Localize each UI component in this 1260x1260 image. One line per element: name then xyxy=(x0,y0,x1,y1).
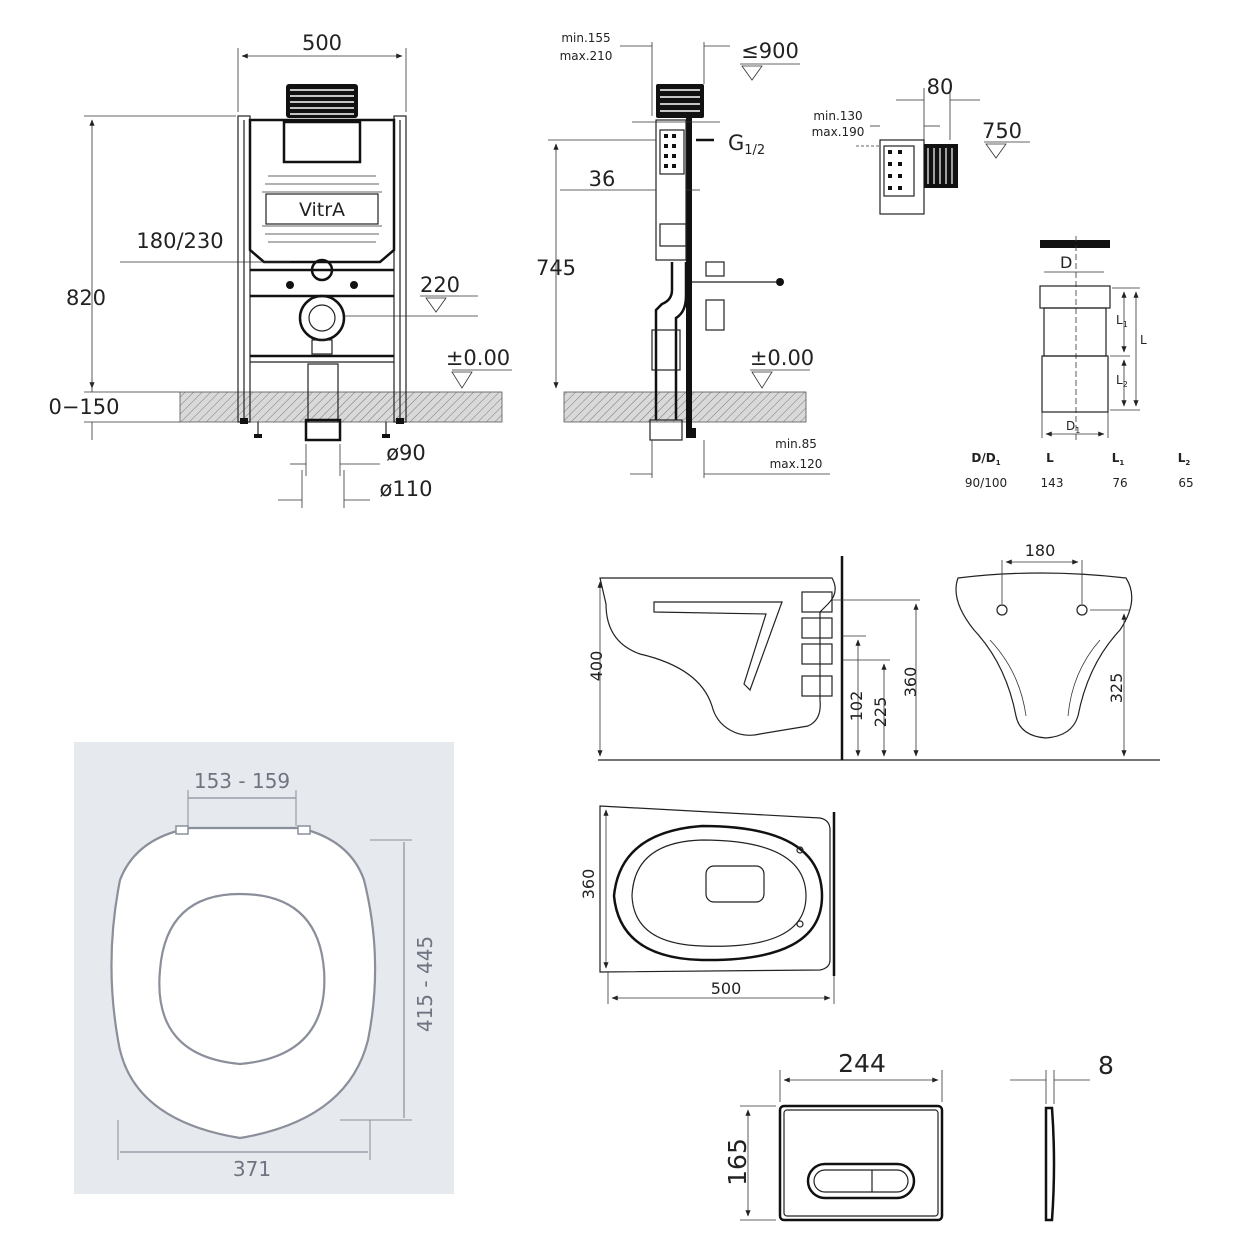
flush-plate-drawing: 244 165 8 xyxy=(723,1049,1114,1222)
dim-side-height: 745 xyxy=(536,256,576,280)
svg-text:L: L xyxy=(1140,333,1147,347)
bowl-front-outline xyxy=(955,572,1133,739)
svg-text:L1: L1 xyxy=(1112,451,1125,467)
wall-line xyxy=(686,116,692,438)
pipe-label-d1: D xyxy=(1066,419,1075,433)
dim-plate-width: 244 xyxy=(838,1049,886,1078)
dim-pipe-110: ø110 xyxy=(380,477,433,501)
dim-depth-max: max.210 xyxy=(560,49,613,63)
pipe-table-cell: 90/100 xyxy=(965,476,1007,490)
dim-seat-hinge: 153 - 159 xyxy=(194,769,290,793)
dim-offset: 36 xyxy=(589,167,616,191)
dim-wall-min: min.85 xyxy=(775,437,817,451)
bowl-front-view: 180 325 xyxy=(955,541,1133,757)
dim-inlet-height: ≤900 xyxy=(741,39,799,63)
dim-plate-height: 165 xyxy=(723,1138,752,1186)
dim-valve-height: 750 xyxy=(982,119,1022,143)
bowl-side-view: 400 102 225 360 xyxy=(587,556,1160,761)
bowl-side-outline xyxy=(599,577,836,736)
thread-label: G1/2 xyxy=(728,131,765,158)
dim-front-bolt-spacing: 180 xyxy=(1025,541,1056,560)
flush-plate-front xyxy=(778,1104,944,1222)
flush-plate-top xyxy=(286,84,358,118)
valve-detail: 80 min.130 max.190 750 xyxy=(812,75,1030,215)
cistern-body xyxy=(248,118,396,264)
flush-plate-profile xyxy=(1044,1106,1056,1222)
dim-front-height: 325 xyxy=(1107,673,1126,704)
svg-text:D1: D1 xyxy=(1066,419,1080,435)
pipe-label-l2: L xyxy=(1116,373,1123,387)
dim-bolt-spacing: 180/230 xyxy=(136,229,223,253)
pipe-label-l1: L xyxy=(1116,313,1123,327)
seat-drawing: 153 - 159 415 - 445 371 xyxy=(74,742,454,1194)
pipe-table-cell: 143 xyxy=(1041,476,1064,490)
flush-buttons xyxy=(806,1162,916,1200)
dim-seat-width: 371 xyxy=(233,1157,271,1181)
dim-floor-adjust: 0−150 xyxy=(48,395,119,419)
pipe-table-cell: 76 xyxy=(1112,476,1127,490)
dim-seat-length: 415 - 445 xyxy=(413,936,437,1032)
svg-text:L1: L1 xyxy=(1116,313,1128,329)
bowl-top-rim xyxy=(612,824,824,962)
dim-wall-max: max.120 xyxy=(770,457,823,471)
dim-valve-max: max.190 xyxy=(812,125,865,139)
frame-front-view: VitrA 500 820 0−150 xyxy=(48,31,512,508)
svg-text:D: D xyxy=(1060,253,1072,272)
floor-slab-side xyxy=(563,391,807,423)
inlet-connector xyxy=(310,258,334,282)
seat-inner xyxy=(158,892,326,1066)
pipe-label-d: D xyxy=(1060,253,1072,272)
dim-frame-width: 500 xyxy=(302,31,342,55)
svg-text:L2: L2 xyxy=(1116,373,1128,389)
flush-plate-side xyxy=(656,84,704,118)
dim-bowl-360: 360 xyxy=(901,667,920,698)
pipe-detail: D L1 L L2 D1 D/D1 L L1 L2 90/100 143 76 … xyxy=(965,236,1194,490)
pipe-table-cell: 65 xyxy=(1178,476,1193,490)
floor-slab xyxy=(179,391,503,423)
drain-pipe xyxy=(307,363,339,423)
dim-bowl-height: 400 xyxy=(587,651,606,682)
svg-text:L: L xyxy=(1046,451,1054,465)
outlet-pipe-ring xyxy=(298,294,346,342)
dim-outlet-height: 220 xyxy=(420,273,460,297)
dim-frame-height: 820 xyxy=(66,286,106,310)
inspection-opening xyxy=(282,120,362,164)
dim-valve-min: min.130 xyxy=(813,109,862,123)
brand-logo: VitrA xyxy=(299,199,345,221)
dim-bowl-102: 102 xyxy=(847,691,866,722)
dim-plate-depth: 8 xyxy=(1098,1051,1114,1080)
dim-top-length: 500 xyxy=(711,979,742,998)
pipe-table: D/D1 L L1 L2 90/100 143 76 65 xyxy=(965,451,1194,490)
dim-bowl-225: 225 xyxy=(871,697,890,728)
dim-depth-min: min.155 xyxy=(561,31,610,45)
svg-text:L2: L2 xyxy=(1178,451,1191,467)
pipe-flange xyxy=(1040,240,1110,248)
dim-valve-depth: 80 xyxy=(927,75,954,99)
bolt-right xyxy=(350,281,358,289)
dim-floor-level-front: ±0.00 xyxy=(446,346,510,370)
pipe-collar xyxy=(1039,285,1111,309)
bolt-left xyxy=(286,281,294,289)
dim-pipe-90: ø90 xyxy=(386,441,426,465)
svg-text:D/D1: D/D1 xyxy=(971,451,1000,467)
dim-floor-level-side: ±0.00 xyxy=(750,346,814,370)
frame-side-view: min.155 max.210 ≤900 G1/2 36 745 ±0.00 m… xyxy=(536,31,830,478)
pipe-label-l: L xyxy=(1140,333,1147,347)
bowl-top-view: 360 500 xyxy=(579,805,836,1004)
dim-top-width: 360 xyxy=(579,869,598,900)
